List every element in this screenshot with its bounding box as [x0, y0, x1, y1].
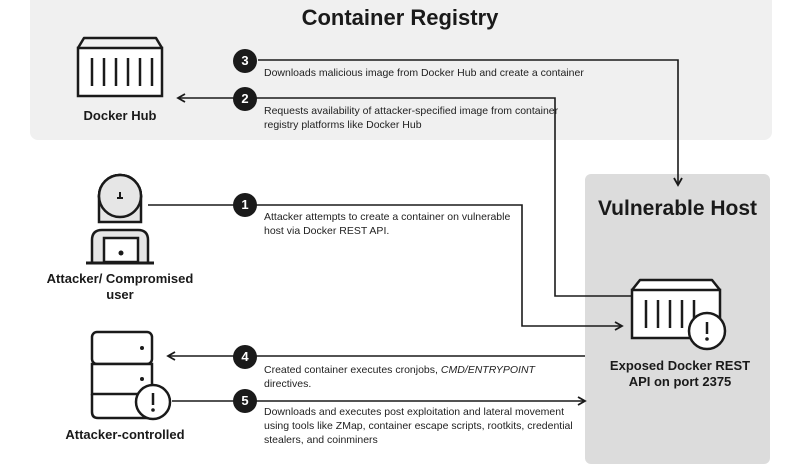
registry-title: Container Registry	[301, 5, 499, 30]
step-3-text: Downloads malicious image from Docker Hu…	[264, 67, 584, 79]
step-5-badge: 5	[233, 389, 257, 413]
step-5-text: Downloads and executes post exploitation…	[264, 406, 573, 446]
step-3-badge: 3	[233, 49, 257, 73]
attacker-user-label: Attacker/ Compromised user	[46, 271, 194, 302]
step-4-text-italic: CMD/ENTRYPOINT	[440, 364, 535, 376]
docker-api-label: Exposed Docker REST API on port 2375	[609, 358, 751, 389]
step-1-text: Attacker attempts to create a container …	[264, 211, 511, 237]
warning-icon-attacker	[134, 383, 172, 421]
host-server-icon	[630, 278, 722, 340]
host-title: Vulnerable Host	[597, 197, 758, 220]
connector-step-2	[176, 93, 556, 292]
connector-step-2-tail	[554, 292, 632, 297]
step-4-text-a: Created container executes cronjobs,	[264, 364, 441, 376]
step-4-badge: 4	[233, 345, 257, 369]
step-4-text-c: directives.	[264, 378, 312, 390]
connector-step-3	[258, 59, 683, 187]
step-2-text: Requests availability of attacker-specif…	[264, 105, 559, 131]
connector-step-1	[148, 204, 624, 331]
step-2-badge: 2	[233, 87, 257, 111]
docker-hub-label: Docker Hub	[83, 108, 157, 123]
laptop-icon	[86, 236, 154, 265]
warning-icon-host	[687, 311, 727, 351]
step-4-text: Created container executes cronjobs, CMD…	[264, 363, 574, 391]
attacker-controlled-label: Attacker-controlled	[65, 427, 185, 442]
stack-server-icon	[90, 330, 154, 420]
step-1-badge: 1	[233, 193, 257, 217]
docker-hub-server-icon	[76, 36, 164, 98]
diagram-canvas	[76, 36, 727, 421]
